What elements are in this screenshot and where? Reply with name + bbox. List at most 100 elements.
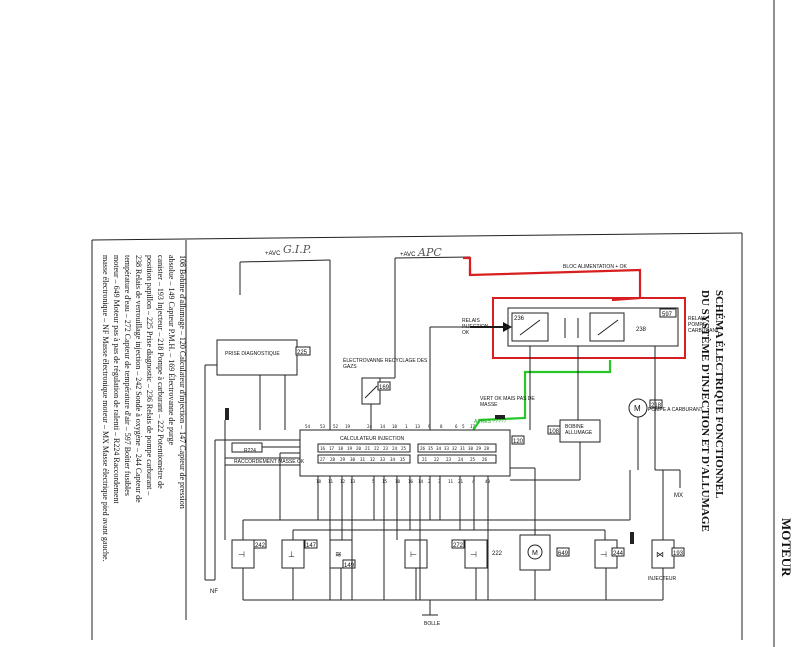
top-pin: 53 xyxy=(320,424,326,429)
legend-line: canister – 193 Injecteur – 218 Pompe à c… xyxy=(156,255,165,489)
pin-row-3-text: 30 xyxy=(468,446,474,451)
bobine-line: ALLUMAGE xyxy=(565,430,593,436)
electrovanne-line: ÉLECTROVANNE RECYCLAGE DES xyxy=(343,357,428,364)
pin-row-2-text: 28 xyxy=(330,457,336,462)
pin-row-3-text: 26 xyxy=(420,446,426,451)
title-line-2: DU SYSTÈME D'INJECTION ET D'ALLUMAGE xyxy=(699,290,711,532)
top-pin: 13 xyxy=(415,424,421,429)
masse-bottom-label: BOLLE xyxy=(424,621,441,627)
bottom-pin: 10 xyxy=(395,479,401,484)
injecteur-label: INJECTEUR xyxy=(648,576,676,582)
component-147-tag xyxy=(304,539,318,549)
component-169: 169 xyxy=(379,385,390,391)
pin-row-2-text: 33 xyxy=(380,457,386,462)
legend-line: absolue – 149 Capteur P.M.H. – 169 Élect… xyxy=(167,255,177,445)
top-pin: 54 xyxy=(305,424,311,429)
diag-socket-box xyxy=(216,339,298,376)
injector-glyph: ⋈ xyxy=(656,550,664,559)
pin-row-4-text: 23 xyxy=(446,457,452,462)
component-272: 272 xyxy=(453,543,464,549)
pin-row-1 xyxy=(317,443,411,453)
green-ground-path xyxy=(469,360,612,436)
ecu-top-pins: 54 53 52 19 24 14 10 1 13 9 8 6 5 17 xyxy=(305,424,476,429)
pin-row-3 xyxy=(417,443,497,453)
pin-row-3-text: 34 xyxy=(436,446,442,451)
mx-label: MX xyxy=(674,493,683,499)
top-pin: 24 xyxy=(367,424,373,429)
avc1-label: +AVC xyxy=(265,251,281,257)
pin-row-3-text: 33 xyxy=(444,446,450,451)
component-649-tag xyxy=(556,547,570,557)
top-pin: 1 xyxy=(405,424,408,429)
legend-line: moteur – 649 Moteur pas à pas de régulat… xyxy=(112,255,121,504)
pin-row-3-text: 28 xyxy=(484,446,490,451)
ecu-bottom-wires xyxy=(242,452,664,616)
sensor-glyph: ⊣ xyxy=(600,550,607,559)
component-193: 193 xyxy=(673,551,684,557)
pin-row-2 xyxy=(317,454,411,464)
pin-row-1-text: 25 xyxy=(401,446,407,451)
section-header: MOTEUR xyxy=(779,518,794,577)
pin-row-3-text: 31 xyxy=(460,446,466,451)
apres-label: APRES ????? xyxy=(474,419,506,425)
pin-row-4-text: 22 xyxy=(434,457,440,462)
bottom-pin: 16 xyxy=(408,479,414,484)
component-244-tag xyxy=(611,547,625,557)
component-597-tag xyxy=(659,308,677,318)
bottom-pin: 11 xyxy=(448,479,454,484)
sensor-glyph: ⊣ xyxy=(470,550,477,559)
bloc-alim-label: BLOC ALIMENTATION + OK xyxy=(563,264,628,270)
pin-row-1-text: 20 xyxy=(356,446,362,451)
pin-row-4 xyxy=(417,454,497,464)
component-120-tag xyxy=(511,435,525,445)
ecu-left-wires xyxy=(224,420,300,540)
pin-row-2-text: 35 xyxy=(400,457,406,462)
calculateur-label: CALCULATEUR INJECTION xyxy=(340,436,404,442)
electrovanne-line: GAZS xyxy=(343,364,357,370)
pin-row-4-text: 26 xyxy=(482,457,488,462)
pin-row-2-text: 27 xyxy=(320,457,326,462)
avc1-line xyxy=(239,259,331,263)
pin-row-1-text: 21 xyxy=(365,446,371,451)
avc2-label: +AVC xyxy=(400,252,416,258)
component-225: 225 xyxy=(297,350,308,356)
legend-line: masse électronique – NF Masse électroniq… xyxy=(101,255,110,562)
top-pin: 14 xyxy=(380,424,386,429)
bottom-pin: 12 xyxy=(340,479,346,484)
ecu-box xyxy=(299,429,511,477)
connector-block xyxy=(495,415,505,419)
pin-row-1-text: 23 xyxy=(383,446,389,451)
pin-row-2-text: 34 xyxy=(390,457,396,462)
component-238: 238 xyxy=(636,327,647,333)
stepper-motor-icon xyxy=(527,544,543,560)
top-pin: 19 xyxy=(345,424,351,429)
relay-contact xyxy=(519,319,541,336)
relais-injection-line: OK xyxy=(462,330,470,336)
top-pin: 5 xyxy=(462,424,465,429)
component-225-tag xyxy=(295,346,311,356)
bottom-pin: 21 xyxy=(458,479,464,484)
legend-line: 238 Relais de verrouillage injection – 2… xyxy=(134,255,143,503)
bobine-label: BOBINE ALLUMAGE xyxy=(565,424,593,436)
pin-row-1-text: 18 xyxy=(338,446,344,451)
component-242: 242 xyxy=(255,543,266,549)
sensor-glyph: ⊥ xyxy=(288,550,295,559)
pin-row-2-text: 30 xyxy=(350,457,356,462)
bottom-pin: 15 xyxy=(382,479,388,484)
top-pin: 10 xyxy=(392,424,398,429)
pump-motor-glyph: M xyxy=(634,404,641,413)
relais-pompe-line: POMPE xyxy=(688,322,707,328)
top-pin: 9 xyxy=(428,424,431,429)
pin-row-3-text: 35 xyxy=(428,446,434,451)
diagram-title: SCHÉMA ÉLECTRIQUE FONCTIONNEL DU SYSTÈME… xyxy=(699,290,725,532)
coil-symbol xyxy=(364,385,378,399)
vert-label: VERT OK MAIS PAS DE MASSE xyxy=(480,396,536,408)
prise-diag-label: PRISE DIAGNOSTIQUE xyxy=(225,351,280,357)
top-pin: 17 xyxy=(470,424,476,429)
pin-row-1-text: 19 xyxy=(347,446,353,451)
connector-block xyxy=(225,408,229,420)
electrovanne-169-box xyxy=(361,377,381,405)
component-147: 147 xyxy=(306,543,317,549)
pin-row-1-text: 16 xyxy=(320,446,326,451)
pin-row-2-text: 31 xyxy=(360,457,366,462)
